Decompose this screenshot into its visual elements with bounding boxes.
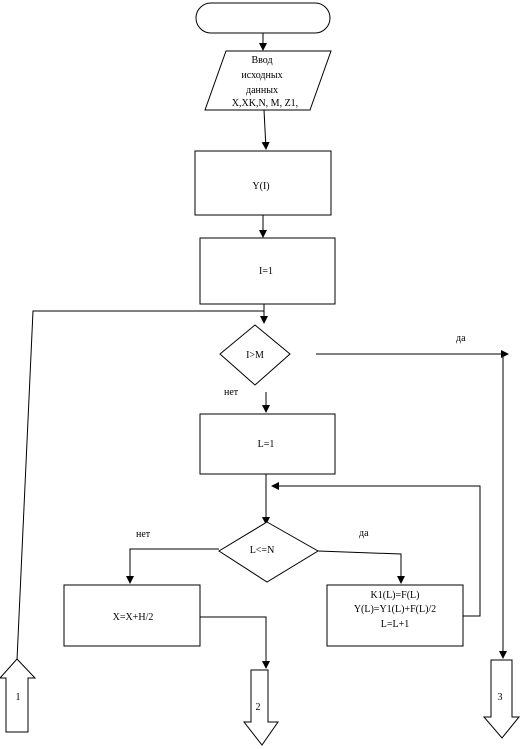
input-line-1: Ввод [251,55,272,66]
process-k-box [326,584,464,647]
loop-line-1 [16,310,264,661]
connector-1-up-arrow [0,658,37,733]
connector-1-label: 1 [16,692,21,703]
decision-i-diamond [219,324,291,386]
decision-l-label: L<=N [250,545,275,556]
decision-l-diamond [218,521,319,583]
arrow-input-to-y [261,109,270,150]
input-line-4: X,XK,N, M, Z1, [232,98,298,109]
process-y-box [194,150,332,216]
decision-i-no-label: нет [224,387,239,398]
connector-3-label: 3 [498,692,503,703]
arrow-decision-l-no [126,548,219,584]
process-k-line-2: Y(L)=Y1(L)+F(L)/2 [354,604,436,615]
start-terminator [195,2,331,34]
process-i-label: I=1 [259,266,273,277]
arrow-decision-l-yes [317,550,405,584]
decision-i-yes-label: да [456,333,466,344]
connector-3-down-arrow [482,659,521,739]
process-k-line-1: K1(L)=F(L) [371,590,420,601]
connector-2-label: 2 [256,702,261,713]
process-i-box [199,237,336,305]
process-x-label: X=X+H/2 [113,612,154,623]
input-line-2: исходных [241,70,282,81]
process-k-line-3: L=L+1 [381,619,410,630]
process-l-box [199,413,336,475]
process-l-label: L=1 [258,439,275,450]
process-x-box [63,584,201,647]
inner-loop-return [271,482,481,617]
decision-i-label: I>M [246,350,264,361]
arrow-x-to-connector-2 [200,616,270,669]
process-y-label: Y(I) [252,181,269,192]
input-parallelogram [204,50,332,111]
decision-l-yes-label: да [359,528,369,539]
input-line-3: данных [246,85,278,96]
connector-2-down-arrow [242,669,279,746]
decision-l-no-label: нет [136,529,151,540]
